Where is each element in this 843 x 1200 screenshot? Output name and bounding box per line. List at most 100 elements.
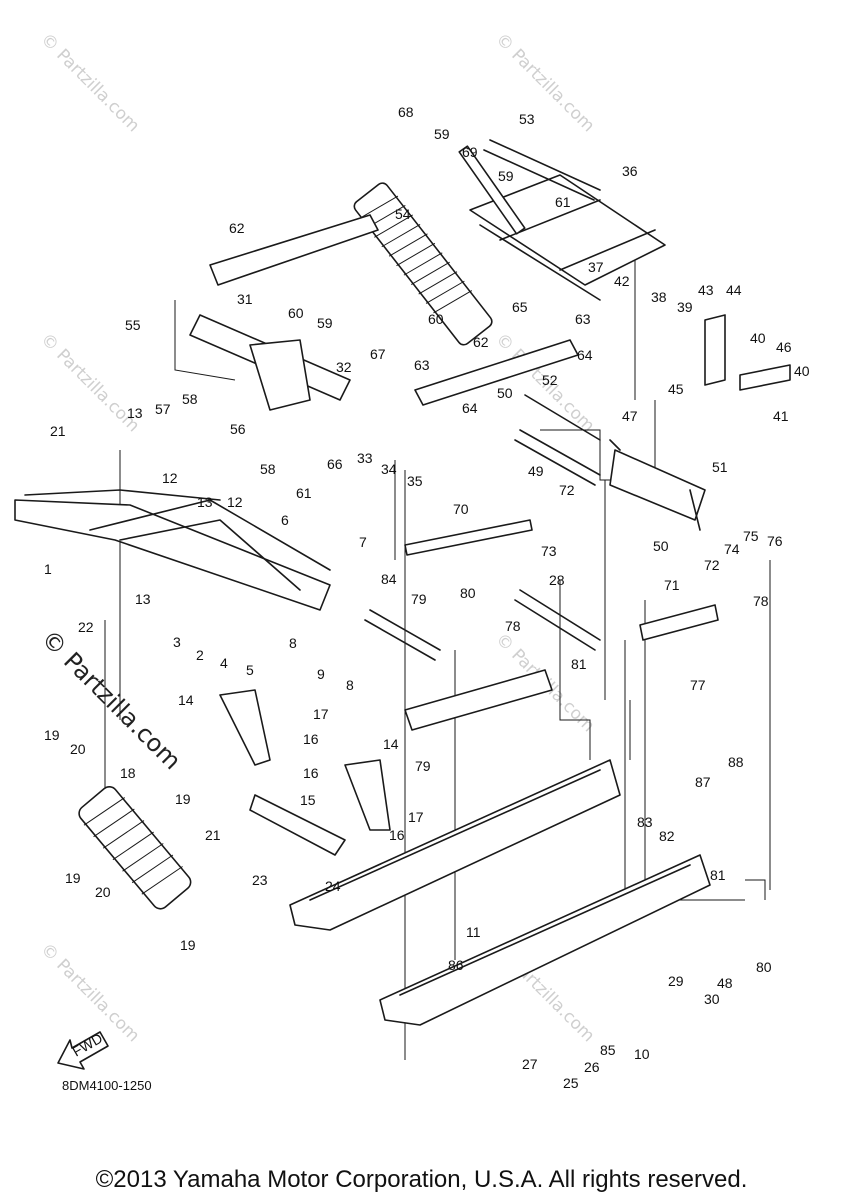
part-number: 8 [346, 677, 354, 693]
part-number: 59 [434, 126, 450, 142]
part-number: 14 [383, 736, 399, 752]
part-number: 58 [260, 461, 276, 477]
part-number: 21 [205, 827, 221, 843]
part-number: 58 [182, 391, 198, 407]
part-number: 64 [462, 400, 478, 416]
watermark: © Partzilla.com [491, 29, 598, 136]
part-number: 1 [44, 561, 52, 577]
watermark: © Partzilla.com [36, 939, 143, 1046]
part-number: 85 [600, 1042, 616, 1058]
part-number: 25 [563, 1075, 579, 1091]
part-number: 35 [407, 473, 423, 489]
part-number: 62 [473, 334, 489, 350]
part-number: 63 [414, 357, 430, 373]
part-number: 21 [50, 423, 66, 439]
part-number: 88 [728, 754, 744, 770]
part-number: 38 [651, 289, 667, 305]
part-number: 12 [227, 494, 243, 510]
part-number: 17 [313, 706, 329, 722]
part-number: 43 [698, 282, 714, 298]
part-number: 29 [668, 973, 684, 989]
part-number: 86 [448, 957, 464, 973]
part-number: 16 [389, 827, 405, 843]
part-number: 7 [359, 534, 367, 550]
part-number: 77 [690, 677, 706, 693]
part-number: 79 [411, 591, 427, 607]
part-number: 36 [622, 163, 638, 179]
part-number: 47 [622, 408, 638, 424]
part-number: 78 [505, 618, 521, 634]
part-number: 6 [281, 512, 289, 528]
part-number: 50 [653, 538, 669, 554]
part-number: 8 [289, 635, 297, 651]
part-number: 51 [712, 459, 728, 475]
part-number: 59 [317, 315, 333, 331]
part-number: 46 [776, 339, 792, 355]
part-number: 82 [659, 828, 675, 844]
part-number: 53 [519, 111, 535, 127]
part-number: 34 [381, 461, 397, 477]
part-number: 81 [571, 656, 587, 672]
part-number: 16 [303, 765, 319, 781]
part-number: 31 [237, 291, 253, 307]
part-number: 9 [317, 666, 325, 682]
part-number: 63 [575, 311, 591, 327]
part-number: 87 [695, 774, 711, 790]
part-number: 22 [78, 619, 94, 635]
part-number: 37 [588, 259, 604, 275]
part-number: 27 [522, 1056, 538, 1072]
fwd-arrow-icon: FWD [57, 1030, 109, 1070]
part-number: 42 [614, 273, 630, 289]
part-number: 5 [246, 662, 254, 678]
part-number: 23 [252, 872, 268, 888]
part-number: 68 [398, 104, 414, 120]
part-number: 12 [162, 470, 178, 486]
part-number: 65 [512, 299, 528, 315]
part-number: 19 [175, 791, 191, 807]
part-number: 74 [724, 541, 740, 557]
part-number: 30 [704, 991, 720, 1007]
part-number: 39 [677, 299, 693, 315]
part-number: 18 [120, 765, 136, 781]
part-number: 40 [750, 330, 766, 346]
part-number: 52 [542, 372, 558, 388]
part-number: 61 [296, 485, 312, 501]
parts-drawing [14, 139, 791, 1060]
part-number: 24 [325, 878, 341, 894]
part-number: 83 [637, 814, 653, 830]
part-number: 84 [381, 571, 397, 587]
part-number: 73 [541, 543, 557, 559]
part-number: 2 [196, 647, 204, 663]
part-number: 55 [125, 317, 141, 333]
part-number: 26 [584, 1059, 600, 1075]
part-number: 76 [767, 533, 783, 549]
part-number: 44 [726, 282, 742, 298]
part-number: 75 [743, 528, 759, 544]
part-number: 80 [460, 585, 476, 601]
part-number: 64 [577, 347, 593, 363]
part-number: 72 [559, 482, 575, 498]
part-number: 20 [70, 741, 86, 757]
part-number: 54 [395, 206, 411, 222]
part-number: 80 [756, 959, 772, 975]
part-number: 4 [220, 655, 228, 671]
part-number: 13 [127, 405, 143, 421]
part-number: 15 [300, 792, 316, 808]
watermark: © Partzilla.com [36, 29, 143, 136]
part-number: 13 [197, 494, 213, 510]
part-number: 78 [753, 593, 769, 609]
part-number: 19 [65, 870, 81, 886]
copyright-footer: ©2013 Yamaha Motor Corporation, U.S.A. A… [95, 1166, 748, 1193]
part-number: 17 [408, 809, 424, 825]
part-number: 16 [303, 731, 319, 747]
diagram-code: 8DM4100-1250 [62, 1078, 152, 1093]
part-number: 66 [327, 456, 343, 472]
part-number: 50 [497, 385, 513, 401]
part-number: 69 [462, 144, 478, 160]
part-number: 14 [178, 692, 194, 708]
part-number: 60 [288, 305, 304, 321]
part-number: 45 [668, 381, 684, 397]
part-number: 59 [498, 168, 514, 184]
part-number: 40 [794, 363, 810, 379]
part-number: 28 [549, 572, 565, 588]
